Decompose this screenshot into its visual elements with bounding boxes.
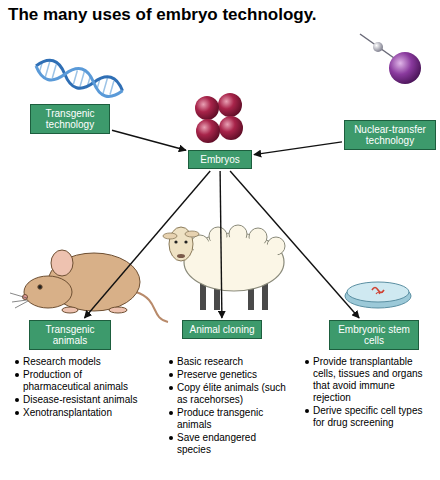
arrow-connector: [112, 130, 186, 150]
bullet-list: Basic researchPreserve geneticsCopy élit…: [168, 356, 292, 457]
box-label: Animal cloning: [187, 324, 257, 335]
bullet-item: Xenotransplantation: [14, 407, 142, 419]
bullet-item: Save endangered species: [168, 432, 292, 456]
box-label: Embryos: [193, 154, 247, 165]
label-box: Transgenic animals: [29, 320, 111, 350]
arrow-connector: [230, 171, 359, 318]
dna-helix: [33, 57, 125, 101]
bullet-item: Production of pharmaceutical animals: [14, 369, 142, 393]
box-label: Transgenic animals: [34, 324, 106, 346]
label-box: Embryonic stem cells: [329, 320, 419, 350]
bullet-item: Derive specific cell types for drug scre…: [304, 405, 434, 429]
diagram-title: The many uses of embryo technology.: [8, 5, 317, 25]
label-box: Transgenic technology: [30, 104, 110, 134]
bullet-list: Provide transplantable cells, tissues an…: [304, 356, 434, 430]
label-box: Embryos: [188, 150, 252, 169]
petri-dish: [345, 282, 411, 308]
box-label: Nuclear-transfer technology: [349, 124, 431, 146]
bullet-item: Research models: [14, 356, 142, 368]
label-box: Animal cloning: [182, 320, 262, 339]
arrow-connector: [254, 142, 342, 155]
box-label: Embryonic stem cells: [334, 324, 414, 346]
sheep-figure: [163, 225, 285, 310]
bullet-item: Basic research: [168, 356, 292, 368]
bullet-item: Produce transgenic animals: [168, 407, 292, 431]
bullet-item: Disease-resistant animals: [14, 394, 142, 406]
box-label: Transgenic technology: [35, 108, 105, 130]
embryo-cells: [195, 93, 243, 143]
arrow-connector: [220, 171, 222, 318]
arrow-connector: [85, 171, 211, 318]
nuclear-transfer-icon: [360, 34, 421, 84]
bullet-list: Research modelsProduction of pharmaceuti…: [14, 356, 142, 420]
label-box: Nuclear-transfer technology: [344, 120, 436, 150]
mouse-figure: [10, 250, 168, 322]
bullet-item: Preserve genetics: [168, 369, 292, 381]
bullet-item: Copy élite animals (such as racehorses): [168, 382, 292, 406]
bullet-item: Provide transplantable cells, tissues an…: [304, 356, 434, 404]
